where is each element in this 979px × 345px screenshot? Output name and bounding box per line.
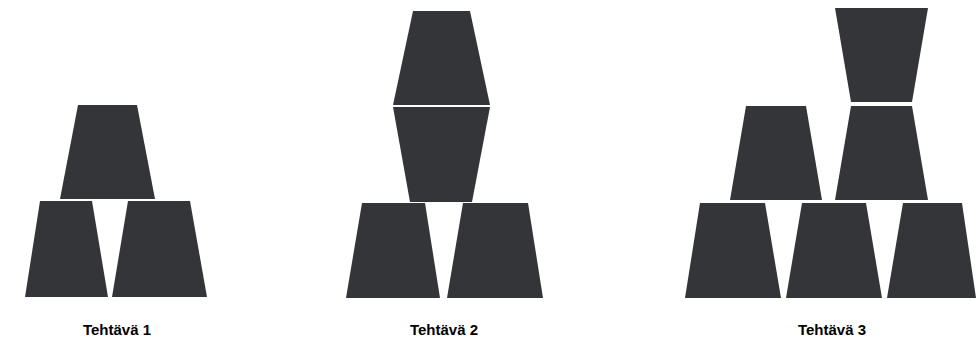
cup — [685, 203, 781, 298]
cup — [393, 107, 490, 202]
cup — [887, 203, 976, 298]
task-label: Tehtävä 2 — [410, 321, 478, 339]
cup — [447, 203, 543, 298]
cup-group — [25, 8, 976, 298]
cup — [835, 8, 928, 102]
task-label: Tehtävä 3 — [798, 321, 866, 339]
cup — [112, 201, 207, 297]
cup — [393, 11, 490, 105]
cup — [730, 106, 822, 200]
task-label: Tehtävä 1 — [83, 321, 151, 339]
cup — [786, 203, 882, 298]
cup — [346, 203, 440, 298]
cup — [60, 105, 155, 199]
cup — [835, 106, 928, 200]
cup — [25, 201, 108, 297]
